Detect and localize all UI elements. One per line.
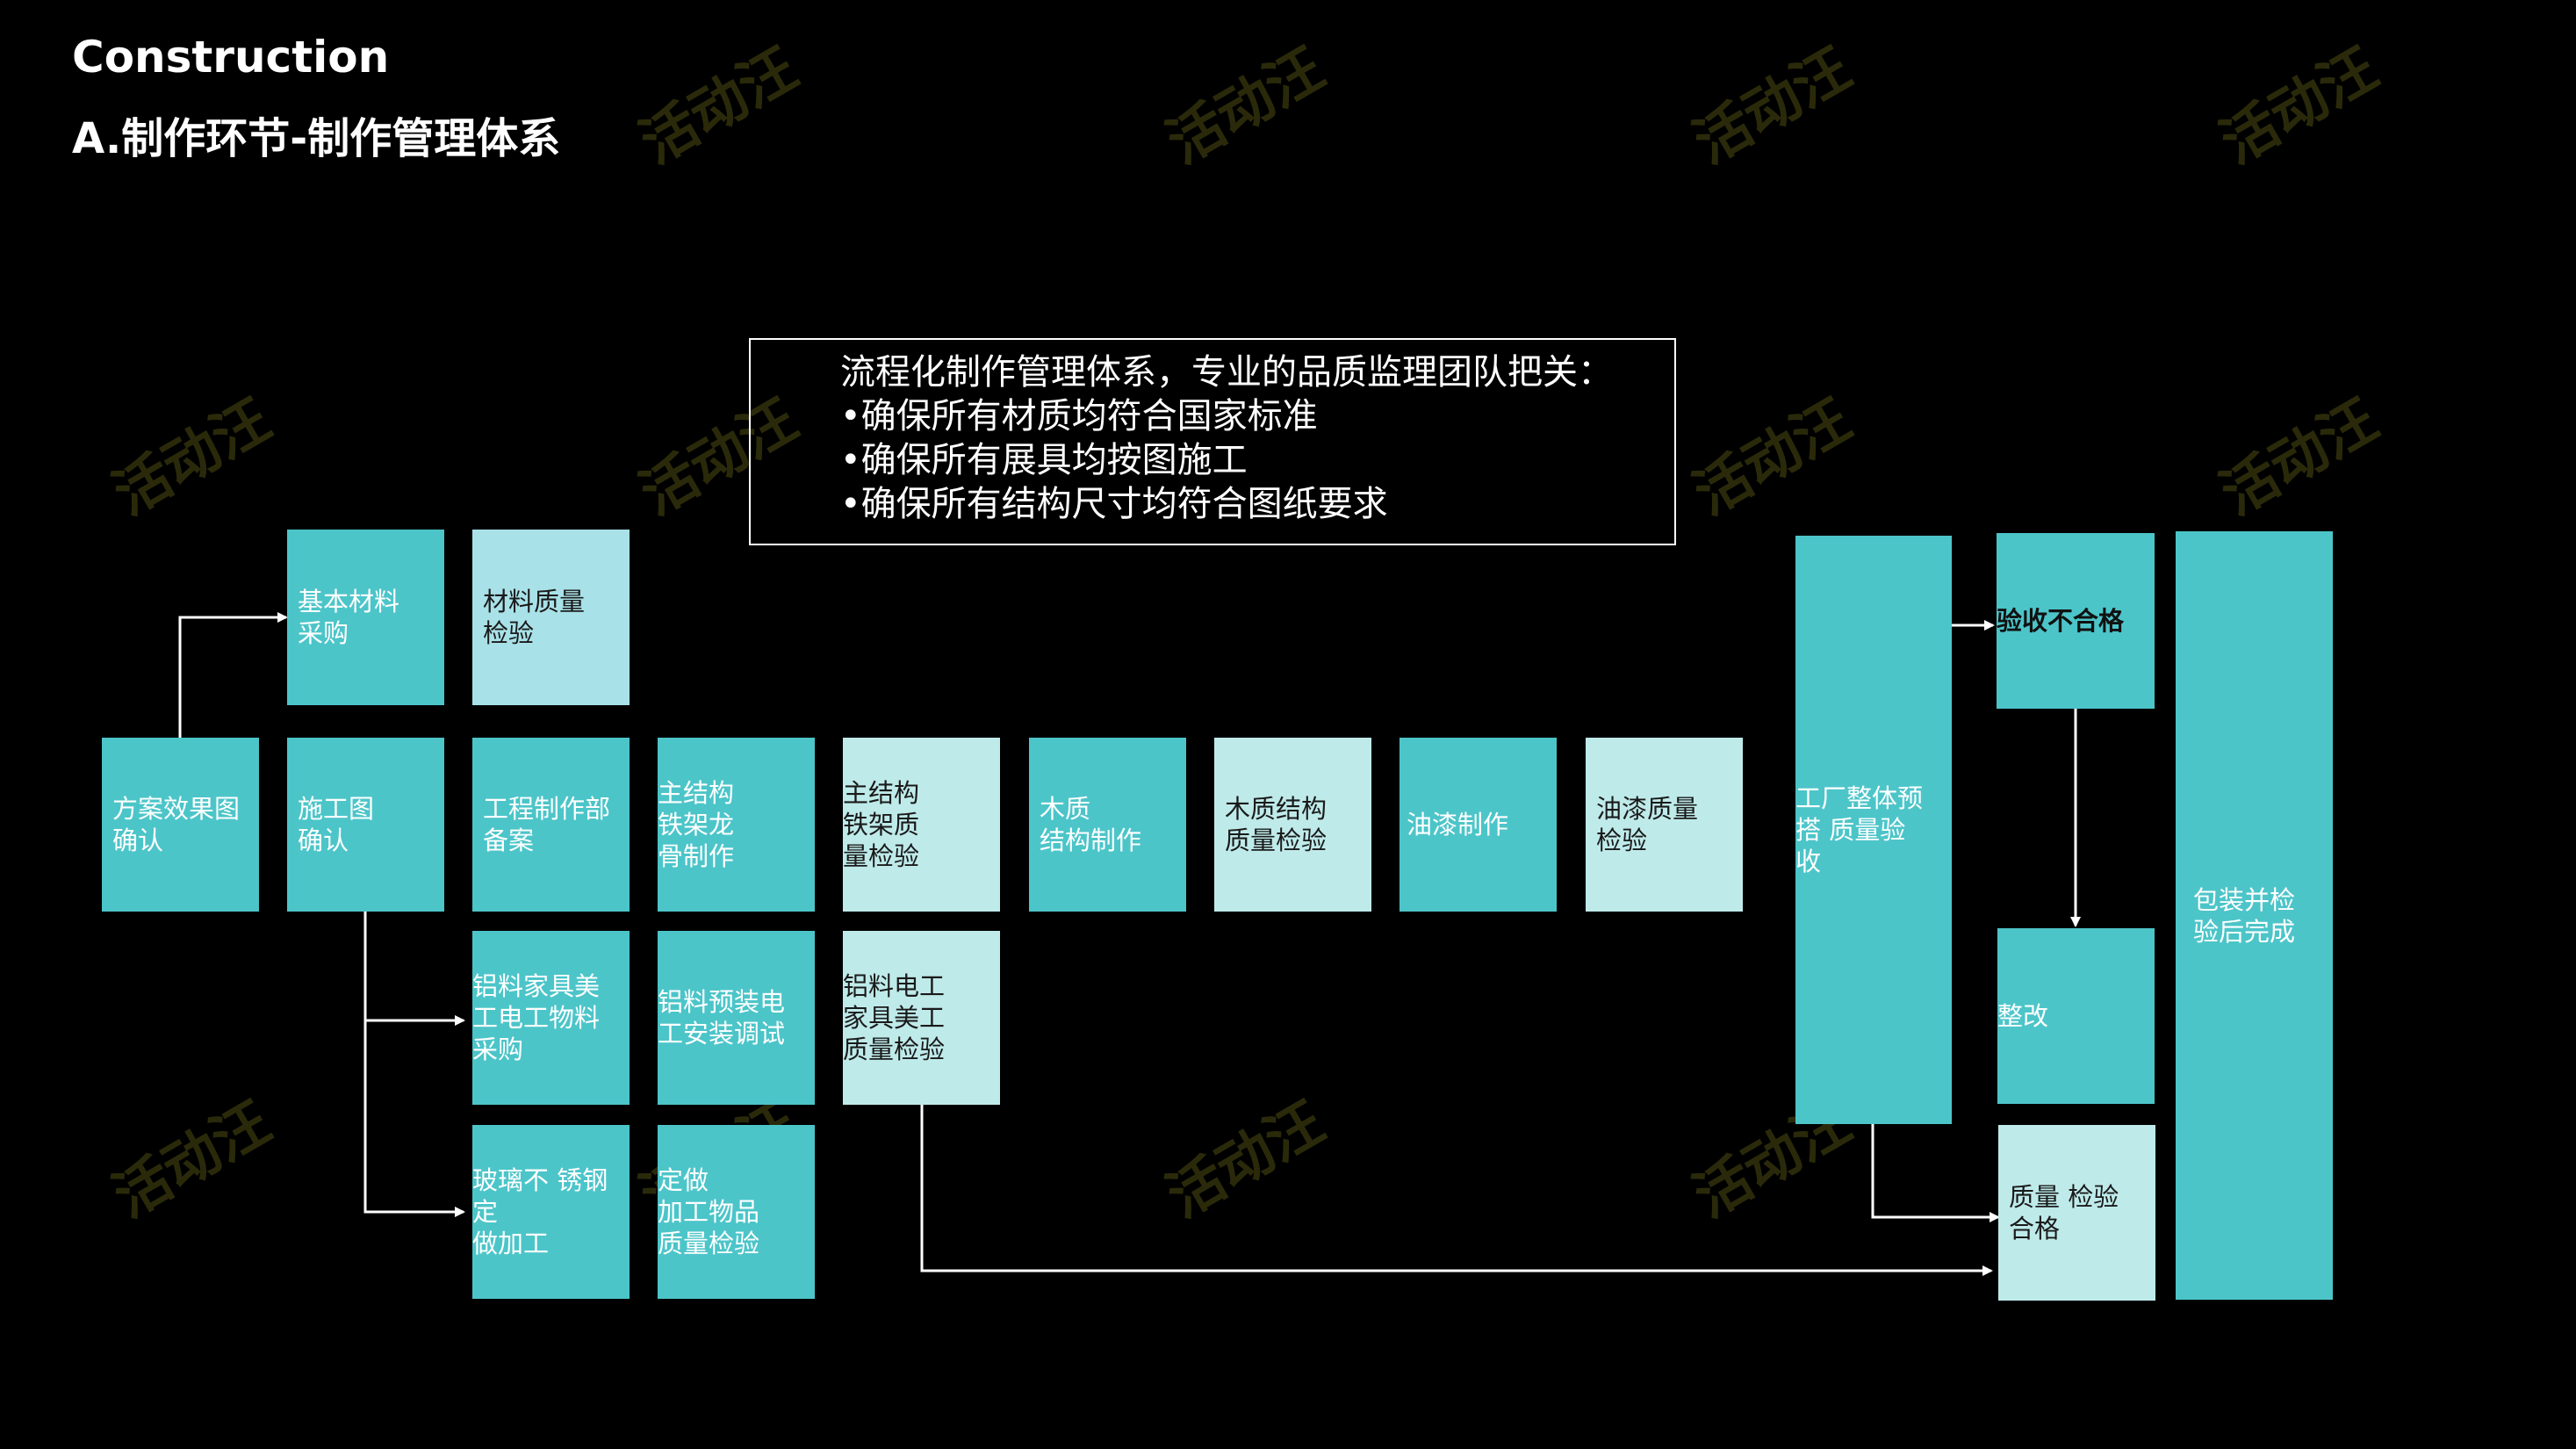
- step-aluminum-purchase: 铝料家具美 工电工物料 采购: [472, 931, 630, 1105]
- step-paint: 油漆制作: [1400, 738, 1557, 912]
- arrow-drawing-to-aluminum: [363, 912, 465, 1026]
- step-aluminum-check: 铝料电工 家具美工 质量检验: [843, 931, 1000, 1105]
- step-engineering-record: 工程制作部 备案: [472, 738, 630, 912]
- arrow-drawing-to-glass: [363, 1019, 465, 1217]
- step-material-check: 材料质量 检验: [472, 530, 630, 705]
- info-heading: 流程化制作管理体系，专业的品质监理团队把关：: [840, 352, 1613, 393]
- page-subtitle: A.制作环节-制作管理体系: [72, 114, 561, 163]
- step-steel-frame: 主结构 铁架龙 骨制作: [658, 738, 815, 912]
- step-complete: 包装并检 验后完成: [2176, 531, 2333, 1300]
- step-steel-frame-check: 主结构 铁架质 量检验: [843, 738, 1000, 912]
- arrow-factory-to-pass: [1871, 1124, 2000, 1222]
- info-bullet: •确保所有展具均按图施工: [840, 440, 1248, 480]
- info-box: 流程化制作管理体系，专业的品质监理团队把关： •确保所有材质均符合国家标准 •确…: [749, 338, 1676, 545]
- arrow-aluminum-check-to-pass: [920, 1105, 1993, 1276]
- step-custom-check: 定做 加工物品 质量检验: [658, 1125, 815, 1299]
- step-aluminum-install: 铝料预装电 工安装调试: [658, 931, 815, 1105]
- step-rectify: 整改: [1997, 928, 2155, 1104]
- step-factory-check: 工厂整体预 搭 质量验 收: [1795, 536, 1952, 1124]
- page-title: Construction: [72, 32, 390, 83]
- step-reject: 验收不合格: [1997, 533, 2155, 709]
- arrow-scheme-to-material: [178, 612, 288, 738]
- step-wood-check: 木质结构 质量检验: [1214, 738, 1371, 912]
- info-bullet: •确保所有材质均符合国家标准: [840, 396, 1318, 436]
- step-glass-custom: 玻璃不 锈钢定 做加工: [472, 1125, 630, 1299]
- info-bullet: •确保所有结构尺寸均符合图纸要求: [840, 484, 1388, 524]
- step-basic-material: 基本材料 采购: [287, 530, 444, 705]
- step-wood-structure: 木质 结构制作: [1029, 738, 1186, 912]
- step-drawing-confirm: 施工图 确认: [287, 738, 444, 912]
- step-pass: 质量 检验 合格: [1998, 1125, 2155, 1301]
- step-scheme-confirm: 方案效果图 确认: [102, 738, 259, 912]
- step-paint-check: 油漆质量 检验: [1586, 738, 1743, 912]
